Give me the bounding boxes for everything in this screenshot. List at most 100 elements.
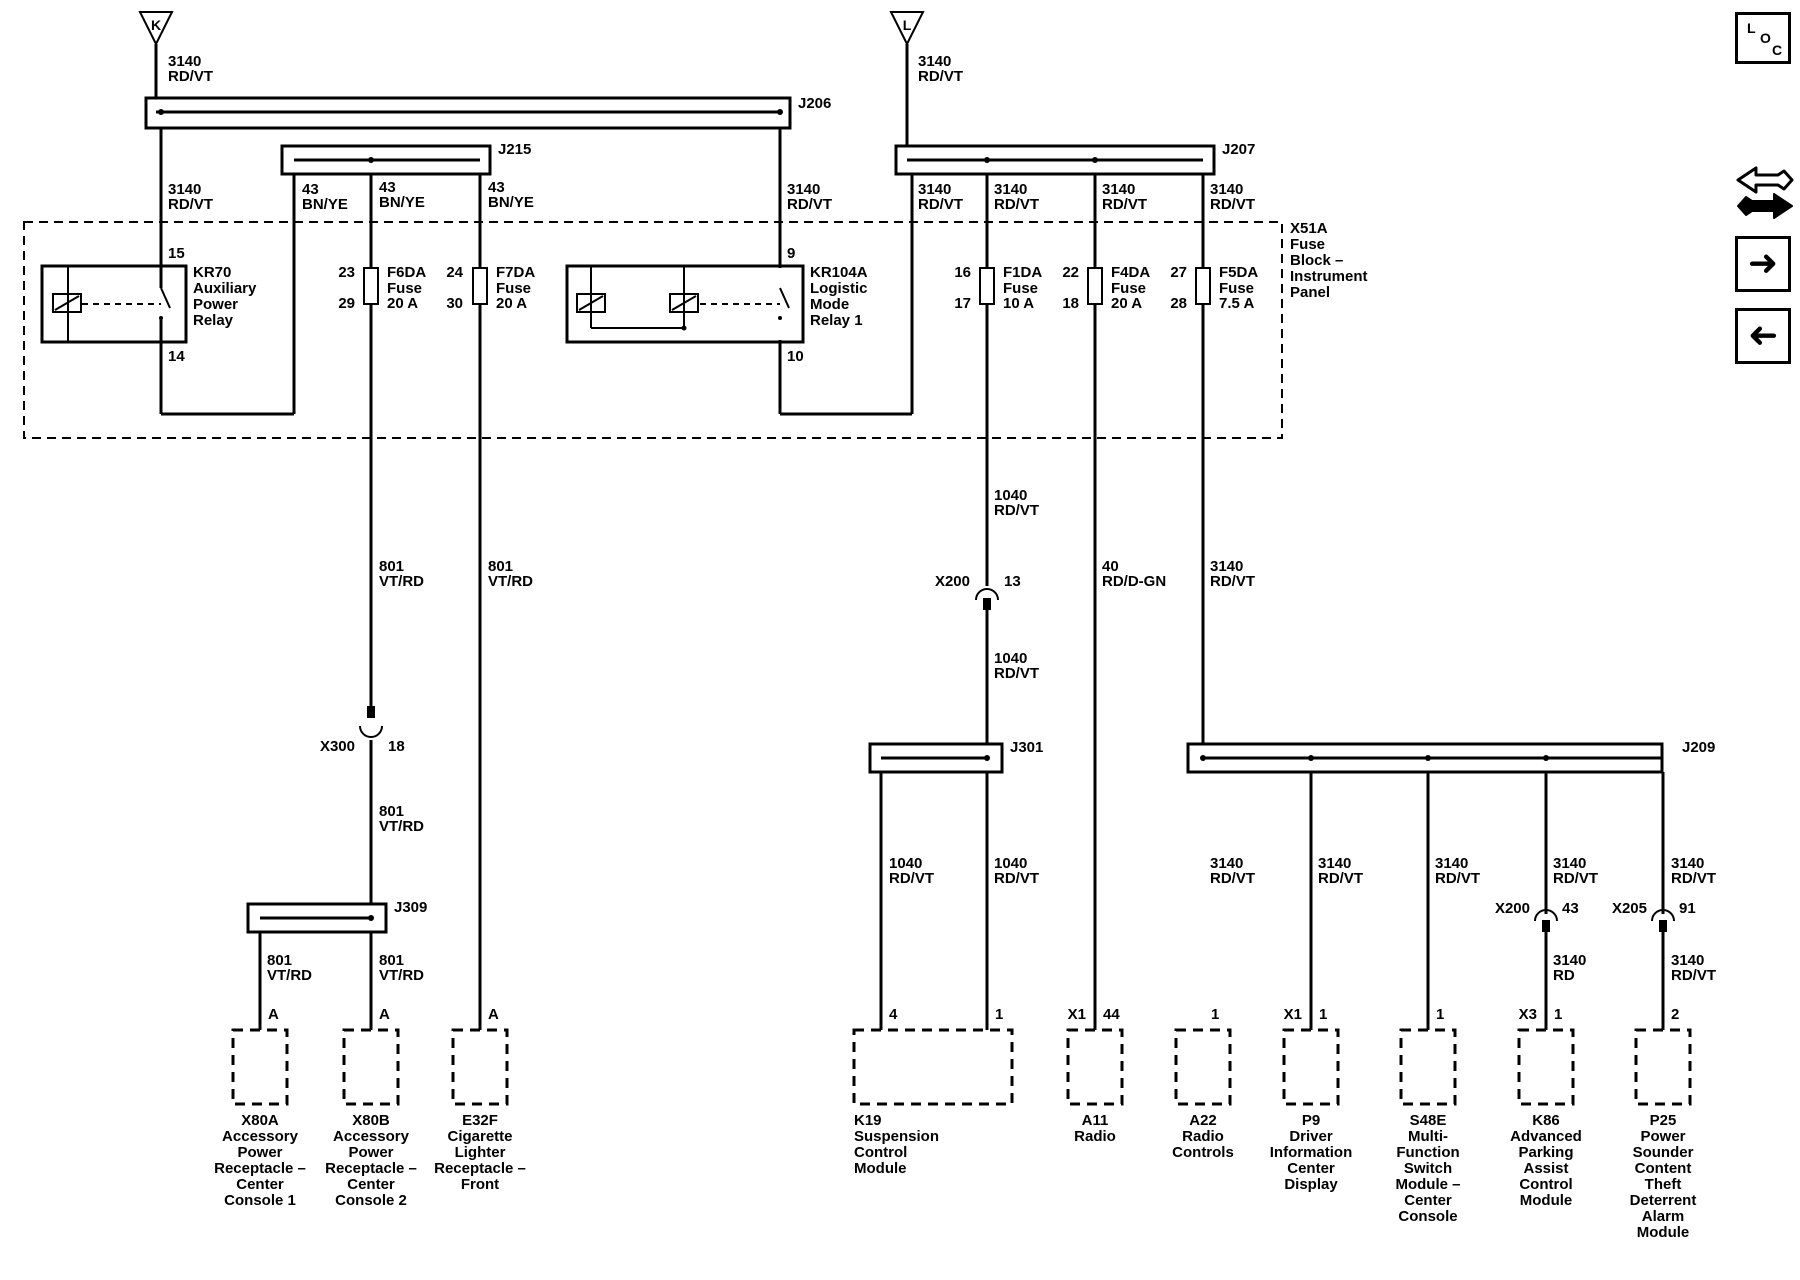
kr70-label-3: Power: [193, 296, 238, 313]
module-name-line: A11: [1082, 1112, 1109, 1129]
fuse-f4da-word: Fuse: [1111, 280, 1146, 297]
previous-page-button[interactable]: ➜: [1735, 308, 1791, 364]
module-name-line: Module: [1520, 1192, 1573, 1209]
wires-left: [154, 44, 914, 1030]
wire-label: RD/VT: [168, 68, 213, 85]
module-name-line: Display: [1284, 1176, 1338, 1193]
j309-label: J309: [394, 899, 427, 916]
module-name-line: E32F: [462, 1112, 498, 1129]
x300-18-pin: 18: [388, 738, 405, 755]
wire-label: 3140: [1671, 952, 1704, 969]
wire-label: RD/VT: [889, 870, 934, 887]
fuse-f1da: 16 17 F1DA Fuse 10 A: [954, 264, 1042, 312]
wire-label: RD/VT: [168, 196, 213, 213]
connector-label: X1: [1068, 1006, 1086, 1023]
relay-kr104a: KR104A Logistic Mode Relay 1: [565, 264, 868, 344]
fuse-f7da-pin-in: 24: [446, 264, 463, 281]
module-name-line: Accessory: [333, 1128, 410, 1145]
x200-13-label: X200: [935, 573, 970, 590]
module-name-line: Center: [236, 1176, 284, 1193]
x200-13-pin: 13: [1004, 573, 1021, 590]
wire-label: 801: [267, 952, 292, 969]
fuse-f1da-name: F1DA: [1003, 264, 1042, 281]
module-name-line: Driver: [1289, 1128, 1333, 1145]
right-arrow-icon: ➜: [1747, 243, 1779, 284]
kr70-label-2: Auxiliary: [193, 280, 257, 297]
wire-label: RD/VT: [1553, 870, 1598, 887]
wire-label: RD/VT: [1435, 870, 1480, 887]
wire-label: 3140: [994, 181, 1027, 198]
module-name-line: A22: [1189, 1112, 1217, 1129]
connector-label: X1: [1284, 1006, 1302, 1023]
fuse-f7da-word: Fuse: [496, 280, 531, 297]
wire-label: 3140: [1553, 952, 1586, 969]
kr104a-label-2: Logistic: [810, 280, 868, 297]
j207-label: J207: [1222, 141, 1255, 158]
kr104a-label-1: KR104A: [810, 264, 868, 281]
fuse-f6da-pin-in: 23: [338, 264, 355, 281]
wire-label: 43: [302, 181, 319, 198]
pin-14: 14: [168, 348, 185, 365]
splice-j209: J209: [1186, 739, 1715, 774]
module-name-line: Receptacle –: [434, 1160, 526, 1177]
module-name-line: Control: [854, 1144, 907, 1161]
wire-label: 3140: [1102, 181, 1135, 198]
j301-label: J301: [1010, 739, 1043, 756]
pin-label: 44: [1103, 1006, 1120, 1023]
module-name-line: Accessory: [222, 1128, 299, 1145]
module-name-line: S48E: [1410, 1112, 1447, 1129]
next-page-button[interactable]: ➜: [1735, 236, 1791, 292]
wire-label: VT/RD: [379, 573, 424, 590]
fuse-f5da-pin-out: 28: [1170, 295, 1187, 312]
module-name-line: Radio: [1074, 1128, 1116, 1145]
fuse-f1da-pin-in: 16: [954, 264, 971, 281]
wire-label: 43: [488, 179, 505, 196]
fuse-f6da-word: Fuse: [387, 280, 422, 297]
splice-j309: J309: [246, 899, 427, 934]
module-pin-labels: A A A 4 1 X1 44 1 X1 1 1 X3 1 2: [268, 1006, 1679, 1023]
pin-label: 1: [995, 1006, 1003, 1023]
fuse-f1da-rating: 10 A: [1003, 295, 1034, 312]
wire-label: 43: [379, 179, 396, 196]
inline-connector-x205-91: X205 91: [1612, 900, 1696, 932]
splice-j206: J206: [144, 95, 831, 130]
fuse-f4da-pin-in: 22: [1062, 264, 1079, 281]
wire-label: VT/RD: [379, 967, 424, 984]
fuse-f4da-name: F4DA: [1111, 264, 1150, 281]
locator-button[interactable]: L O C: [1735, 12, 1791, 64]
x200-43-pin: 43: [1562, 900, 1579, 917]
x205-91-label: X205: [1612, 900, 1647, 917]
j206-label: J206: [798, 95, 831, 112]
inline-connector-x200-13: X200 13: [935, 573, 1021, 610]
module-box-p9: [1282, 1028, 1340, 1106]
module-name-line: P9: [1302, 1112, 1320, 1129]
module-name-line: Module: [1637, 1224, 1690, 1241]
module-box-a11: [1066, 1028, 1124, 1106]
wire-label: RD/VT: [994, 196, 1039, 213]
pin-label: 1: [1319, 1006, 1327, 1023]
wire-label: 801: [488, 558, 513, 575]
module-name-line: Front: [461, 1176, 499, 1193]
fuse-block-boundary: [23, 221, 1283, 439]
wire-label: 3140: [1318, 855, 1351, 872]
pin-label: 1: [1211, 1006, 1219, 1023]
module-name-line: Console: [1398, 1208, 1457, 1225]
module-name-line: Theft: [1645, 1176, 1682, 1193]
power-feed-l: L: [889, 11, 925, 47]
module-name-line: K86: [1532, 1112, 1560, 1129]
wire-label: 3140: [1435, 855, 1468, 872]
x300-18-label: X300: [320, 738, 355, 755]
wire-label: 801: [379, 803, 404, 820]
module-name-line: X80B: [352, 1112, 390, 1129]
swap-arrows-icon[interactable]: [1734, 162, 1796, 228]
module-name-line: X80A: [241, 1112, 279, 1129]
wire-label: 3140: [918, 53, 951, 70]
fuse-f4da: 22 18 F4DA Fuse 20 A: [1062, 264, 1150, 312]
module-name-line: Cigarette: [447, 1128, 512, 1145]
wire-label: 3140: [168, 53, 201, 70]
j215-label: J215: [498, 141, 531, 158]
loc-letter-l: L: [1747, 20, 1756, 36]
wire-label: VT/RD: [379, 818, 424, 835]
fuse-f5da-word: Fuse: [1219, 280, 1254, 297]
module-name-line: Suspension: [854, 1128, 939, 1145]
